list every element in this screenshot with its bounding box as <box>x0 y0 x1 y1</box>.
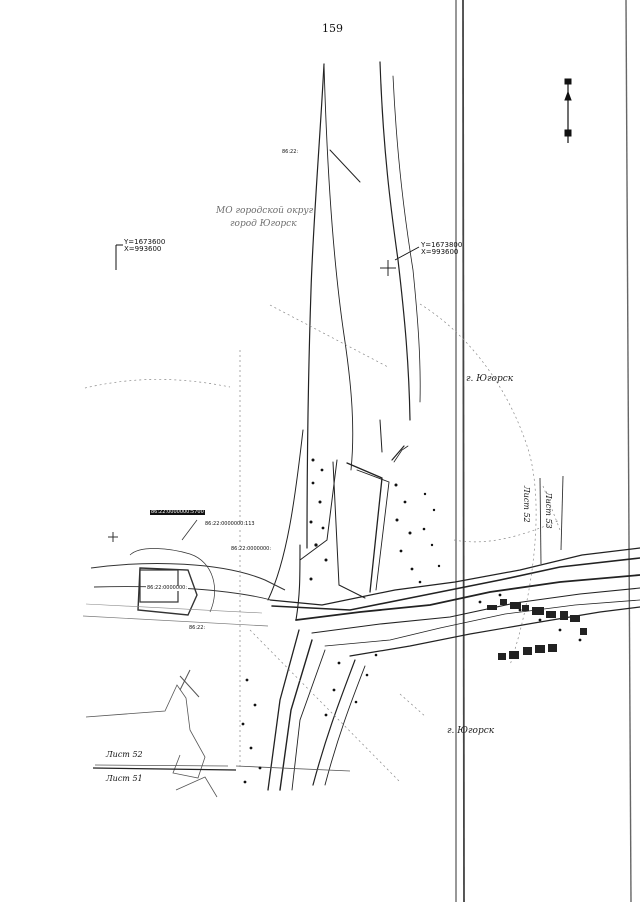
coordinate-label-right: Y=1673800 X=993600 <box>421 241 463 257</box>
left-access-road <box>82 519 286 627</box>
coordinate-marker-left <box>115 244 123 270</box>
main-road-corridor <box>306 61 421 549</box>
coordinate-y-right: Y=1673800 <box>421 241 463 249</box>
sheet-label-52-right: Лист 52 <box>522 486 531 523</box>
coordinate-marker-right <box>380 246 420 276</box>
city-label-bottom: г. Югорск <box>447 726 495 736</box>
parcel-tag-top: 86:22:0000000:5700 <box>150 509 205 516</box>
parcel-tag-2: 86:22:0000000:113 <box>204 521 256 528</box>
bottom-left-boundary <box>85 669 351 798</box>
right-border-lines <box>455 0 632 902</box>
parcel-tag-3: 86:22:0000000: <box>230 546 273 553</box>
sheet-label-51-left: Лист 51 <box>106 774 143 783</box>
parcel-tag-top-small: 86:22: <box>281 149 300 156</box>
page-number: 159 <box>322 22 343 35</box>
city-label-top: г. Югорск <box>466 374 514 384</box>
dashed-boundaries <box>84 303 561 783</box>
coordinate-label-left: Y=1673600 X=993600 <box>124 238 166 254</box>
highway-right <box>269 547 640 657</box>
sheet-label-52-left: Лист 52 <box>106 750 143 759</box>
junction-road-lines <box>267 419 409 621</box>
north-arrow-icon <box>564 78 572 143</box>
coordinate-y-left: Y=1673600 <box>124 238 166 246</box>
parcel-tag-5: 86:22: <box>188 625 207 632</box>
municipality-label-line1: МО городской округ <box>216 206 314 216</box>
coordinate-x-right: X=993600 <box>421 248 459 257</box>
south-roads <box>267 629 366 791</box>
dense-vegetation-strip <box>487 599 587 660</box>
tree-symbols <box>241 458 582 784</box>
parcel-tag-4: 86:22:0000000: <box>146 585 189 592</box>
sheet-divider-right <box>539 475 564 565</box>
municipality-label-line2: город Югорск <box>230 219 297 229</box>
sheet-label-53-right: Лист 53 <box>544 492 553 529</box>
coordinate-x-left: X=993600 <box>124 245 162 254</box>
